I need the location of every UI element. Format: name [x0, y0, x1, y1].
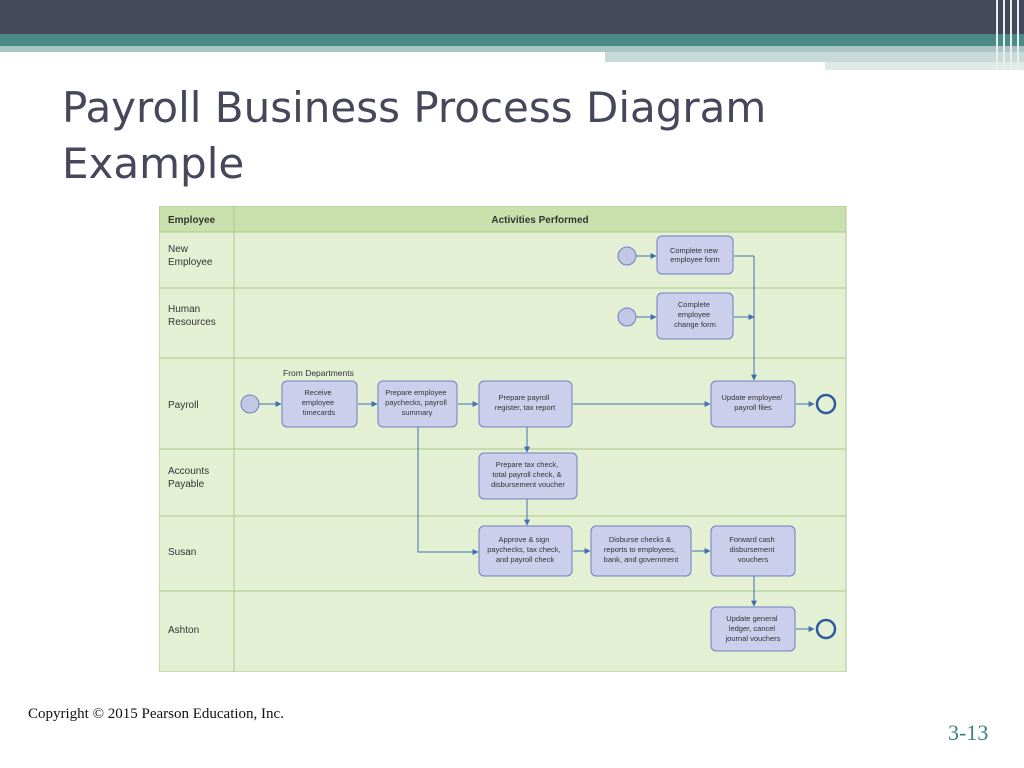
- start-event-payroll: [240, 394, 260, 414]
- lane-label-accounts-payable: Accounts Payable: [168, 466, 212, 490]
- activity-label: Update general ledger, cancel journal vo…: [724, 614, 780, 643]
- slide-title: Payroll Business Process Diagram Example: [62, 80, 942, 192]
- activity-receive-employee-timecards: Receive employee timecards: [281, 380, 358, 428]
- activity-prepare-tax-check: Prepare tax check, total payroll check, …: [478, 452, 578, 500]
- activity-label: Receive employee timecards: [302, 388, 337, 417]
- slide-number: 3-13: [948, 720, 989, 745]
- accent-band-right: [605, 52, 1024, 62]
- slide-title-line-1: Payroll Business Process Diagram: [62, 83, 767, 132]
- activity-label: Forward cash disbursement vouchers: [729, 535, 777, 564]
- slide-title-line-2: Example: [62, 139, 245, 188]
- start-event-new-employee: [617, 246, 637, 266]
- lane-label-susan: Susan: [168, 547, 196, 558]
- accent-band: [0, 34, 1024, 46]
- activity-label: Prepare payroll register, tax report: [495, 393, 556, 412]
- activity-complete-new-employee-form: Complete new employee form: [656, 235, 734, 275]
- activity-box: [656, 292, 734, 340]
- activity-label: Prepare tax check, total payroll check, …: [491, 460, 565, 489]
- activity-prepare-employee-paychecks: Prepare employee paychecks, payroll summ…: [377, 380, 458, 428]
- activity-complete-employee-change-form: Complete employee change form: [656, 292, 734, 340]
- accent-band-right-light: [825, 62, 1024, 70]
- diagram-header-row: [159, 206, 847, 233]
- end-event-ashton: [815, 618, 837, 640]
- lane-label-ashton: Ashton: [168, 625, 199, 636]
- activity-label: Update employee/ payroll files: [722, 393, 785, 412]
- decor-stripe: [996, 0, 998, 70]
- header-employee: Employee: [168, 215, 216, 226]
- activity-box: [710, 606, 796, 652]
- from-departments-label: From Departments: [283, 368, 354, 378]
- activity-box: [478, 380, 573, 428]
- decor-stripe: [1017, 0, 1019, 70]
- activity-box: [710, 380, 796, 428]
- activity-box: [281, 380, 358, 428]
- activity-box: [478, 525, 573, 577]
- activity-box: [590, 525, 692, 577]
- activity-update-general-ledger: Update general ledger, cancel journal vo…: [710, 606, 796, 652]
- activity-forward-cash-disbursement-vouchers: Forward cash disbursement vouchers: [710, 525, 796, 577]
- lane-label-payroll: Payroll: [168, 400, 199, 411]
- lane-label-human-resources: Human Resources: [168, 304, 216, 328]
- payroll-process-diagram: Employee Activities Performed New Employ…: [159, 206, 847, 672]
- decor-stripe: [1010, 0, 1012, 70]
- copyright-notice: Copyright © 2015 Pearson Education, Inc.: [28, 706, 284, 722]
- header-activities-performed: Activities Performed: [491, 215, 588, 226]
- start-event-human-resources: [617, 307, 637, 327]
- activity-approve-and-sign-paychecks: Approve & sign paychecks, tax check, and…: [478, 525, 573, 577]
- activity-label: Approve & sign paychecks, tax check, and…: [487, 535, 562, 564]
- activity-prepare-payroll-register: Prepare payroll register, tax report: [478, 380, 573, 428]
- activity-disburse-checks: Disburse checks & reports to employees, …: [590, 525, 692, 577]
- activity-label: Complete new employee form: [670, 246, 720, 264]
- activity-box: [377, 380, 458, 428]
- flow-arrow: [417, 427, 479, 555]
- end-event-payroll: [815, 393, 837, 415]
- activity-label: Complete employee change form: [674, 300, 716, 329]
- activity-box: [710, 525, 796, 577]
- activity-box: [656, 235, 734, 275]
- activity-label: Prepare employee paychecks, payroll summ…: [385, 388, 449, 417]
- top-header-bar: [0, 0, 1024, 34]
- activity-update-employee-payroll-files: Update employee/ payroll files: [710, 380, 796, 428]
- activity-box: [478, 452, 578, 500]
- lane-label-new-employee: New Employee: [168, 244, 213, 268]
- diagram-background: [159, 206, 847, 672]
- accent-band-light: [0, 46, 1024, 52]
- activity-label: Disburse checks & reports to employees, …: [604, 535, 680, 564]
- decor-stripe: [1003, 0, 1005, 70]
